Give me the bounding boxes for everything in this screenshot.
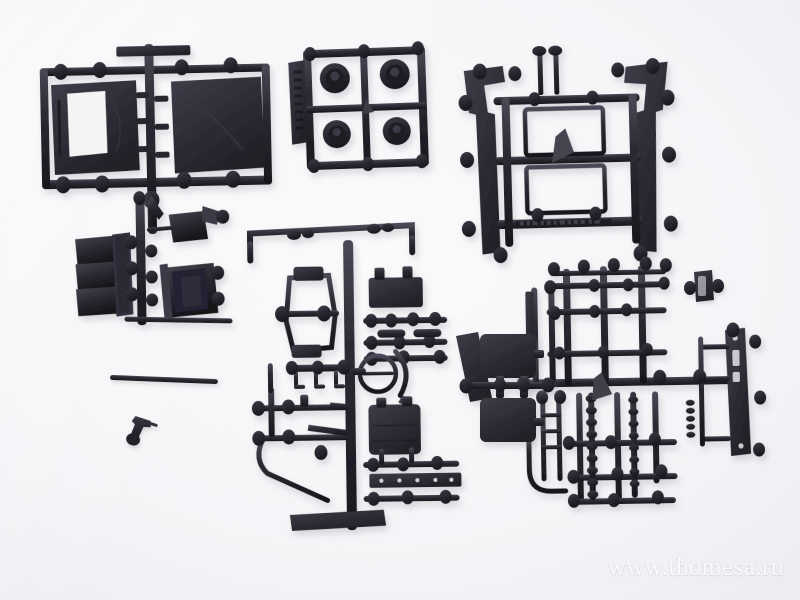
- photo-canvas: www.thomesa.ru black plastic model kit s…: [0, 0, 800, 600]
- sprue-illustration: [0, 0, 800, 600]
